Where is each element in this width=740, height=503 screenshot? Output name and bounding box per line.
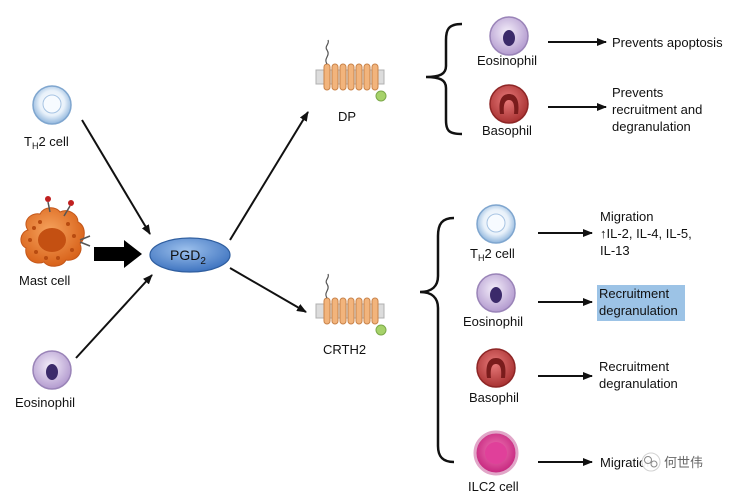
basophil-top-label: Basophil bbox=[482, 123, 532, 138]
eosinophil-left bbox=[32, 350, 72, 390]
effect-baso-line1: Recruitment bbox=[599, 359, 669, 374]
dp-label: DP bbox=[338, 109, 356, 124]
pgd2-node: PGD2 bbox=[149, 237, 231, 273]
basophil-nucleus-icon bbox=[486, 358, 506, 378]
basophil-icon bbox=[476, 348, 516, 388]
mast-receptor-stalk bbox=[47, 201, 51, 213]
receptor-nterm-icon bbox=[325, 273, 330, 299]
ilc2-label: ILC2 cell bbox=[468, 479, 519, 494]
wechat-bubble-icon bbox=[644, 456, 652, 464]
watermark: 何世伟 bbox=[641, 452, 703, 472]
basophil-top bbox=[489, 84, 529, 124]
effect-prevents-apoptosis: Prevents apoptosis bbox=[612, 35, 723, 50]
dp-receptor bbox=[315, 39, 387, 102]
receptor-helices-icon bbox=[323, 297, 379, 325]
thick-arrow-mast-to-pgd2 bbox=[94, 240, 142, 268]
mast-granules-icon bbox=[28, 220, 76, 260]
effect-th2-line2: ↑IL-2, IL-4, IL-5, bbox=[600, 226, 692, 241]
crth2-receptor bbox=[315, 273, 387, 336]
mast-cell bbox=[20, 196, 91, 267]
effect-prevents-line3: degranulation bbox=[612, 119, 691, 134]
th2-cell-right bbox=[476, 204, 516, 244]
eosinophil-nucleus-icon bbox=[503, 30, 515, 46]
th2-right-label: TH2 cell bbox=[470, 246, 515, 263]
watermark-text: 何世伟 bbox=[664, 455, 703, 470]
basophil-bottom-label: Basophil bbox=[469, 390, 519, 405]
pgd2-label: PGD2 bbox=[170, 247, 206, 267]
effect-baso-line2: degranulation bbox=[599, 376, 678, 391]
receptor-helices-icon bbox=[323, 63, 379, 91]
mast-nucleus-icon bbox=[38, 228, 66, 252]
wechat-bubble-icon bbox=[650, 460, 658, 468]
th2-cell-left bbox=[32, 85, 72, 125]
mast-antibody-icon bbox=[79, 235, 91, 247]
eosinophil-mid bbox=[476, 273, 516, 313]
text-selection-highlight bbox=[597, 285, 685, 321]
ilc2-cell bbox=[473, 430, 519, 476]
effect-prevents-line2: recruitment and bbox=[612, 102, 702, 117]
mast-receptor-icon bbox=[45, 196, 51, 202]
eosinophil-top bbox=[489, 16, 529, 56]
g-protein-icon bbox=[375, 90, 387, 102]
effect-eos-line2: degranulation bbox=[599, 303, 678, 318]
g-protein-icon bbox=[375, 324, 387, 336]
arrow-pgd2-to-dp bbox=[229, 111, 309, 241]
th2-nucleus-icon bbox=[42, 94, 62, 114]
mast-receptor-stalk bbox=[63, 205, 71, 217]
crth2-bracket bbox=[419, 216, 455, 464]
arrow-pgd2-to-crth2 bbox=[229, 267, 307, 313]
arrow-eosinophil-to-pgd2 bbox=[75, 274, 153, 359]
effect-th2-line1: Migration bbox=[600, 209, 653, 224]
effect-th2-line3: IL-13 bbox=[600, 243, 630, 258]
effect-ilc2-migration: Migration bbox=[600, 455, 653, 470]
eosinophil-top-label: Eosinophil bbox=[477, 53, 537, 68]
eosinophil-mid-label: Eosinophil bbox=[463, 314, 523, 329]
th2-nucleus-icon bbox=[486, 213, 506, 233]
pgd2-ellipse bbox=[149, 237, 231, 273]
crth2-label: CRTH2 bbox=[323, 342, 366, 357]
arrow-th2-to-pgd2 bbox=[81, 119, 151, 235]
effect-eos-line1: Recruitment bbox=[599, 286, 669, 301]
receptor-nterm-icon bbox=[325, 39, 330, 65]
eosinophil-nucleus-icon bbox=[46, 364, 58, 380]
ilc2-nucleus-icon bbox=[485, 442, 507, 464]
dp-bracket bbox=[425, 22, 463, 136]
mast-cell-label: Mast cell bbox=[19, 273, 70, 288]
effect-prevents-line1: Prevents bbox=[612, 85, 664, 100]
mast-receptor-icon bbox=[68, 200, 74, 206]
eosinophil-left-label: Eosinophil bbox=[15, 395, 75, 410]
basophil-nucleus-icon bbox=[499, 94, 519, 114]
basophil-icon bbox=[489, 84, 529, 124]
basophil-bottom bbox=[476, 348, 516, 388]
eosinophil-nucleus-icon bbox=[490, 287, 502, 303]
th2-left-label: TH2 cell bbox=[24, 134, 69, 151]
